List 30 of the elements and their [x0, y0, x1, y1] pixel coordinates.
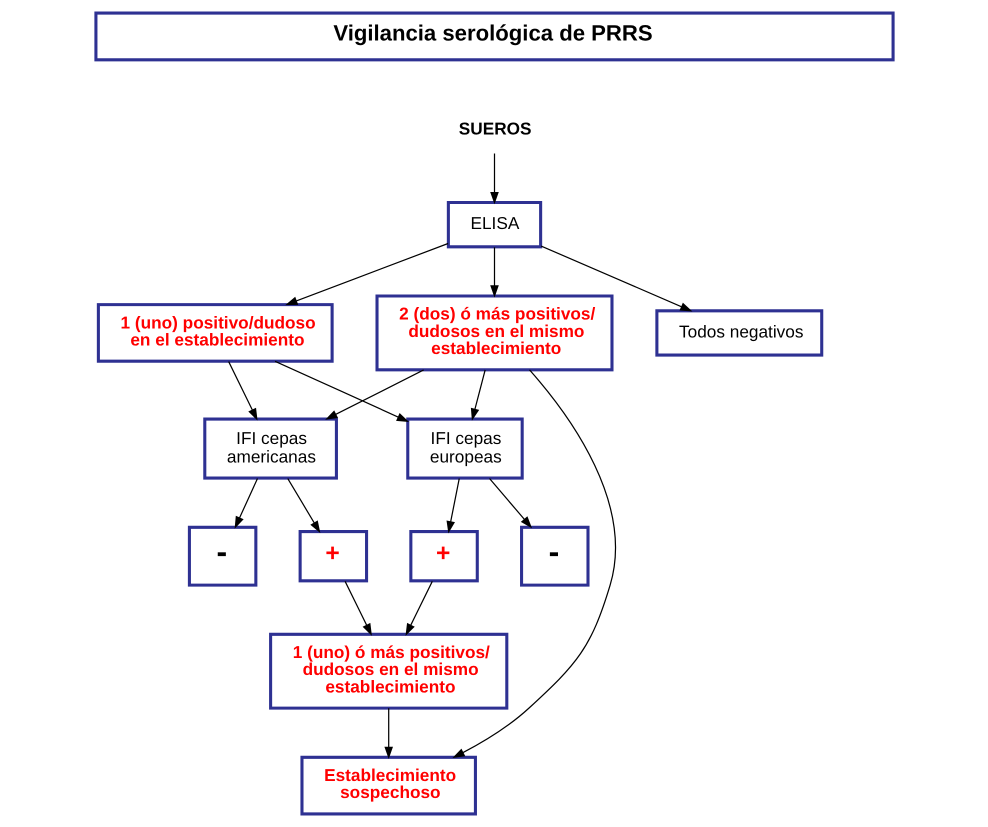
node-box: -: [520, 526, 590, 587]
arrow: [234, 478, 258, 529]
node-box: +: [298, 530, 368, 582]
arrow: [405, 581, 432, 636]
arrow: [286, 478, 320, 534]
node-box: Todos negativos: [654, 309, 823, 357]
arrow: [490, 154, 498, 204]
node-text: SUEROS: [458, 118, 532, 138]
node-box: IFI cepas europeas: [406, 418, 524, 480]
arrow: [446, 478, 460, 534]
arrow: [274, 360, 409, 422]
node-box: ELISA: [446, 200, 542, 248]
node-box: Vigilancia serológica de PRRS: [94, 12, 894, 62]
node-box: +: [408, 530, 478, 582]
node-box: 1 (uno) ó más positivos/ dudosos en el mismo establecimiento: [268, 632, 508, 710]
arrow: [452, 369, 616, 758]
arrow: [488, 478, 532, 528]
arrow: [540, 245, 692, 312]
node-box: 2 (dos) ó más positivos/ dudosos en el mismo establecimiento: [374, 294, 614, 372]
node-box: Establecimiento sospechoso: [300, 756, 476, 816]
arrow: [344, 581, 372, 636]
arrow: [284, 242, 448, 306]
arrow: [384, 708, 393, 760]
arrow: [470, 370, 486, 421]
node-box: 1 (uno) positivo/dudoso en el establecimiento: [96, 303, 334, 363]
arrow: [228, 361, 258, 421]
arrow: [490, 247, 498, 298]
arrow: [324, 369, 424, 420]
node-box: IFI cepas americanas: [202, 418, 338, 480]
node-box: -: [187, 526, 257, 587]
